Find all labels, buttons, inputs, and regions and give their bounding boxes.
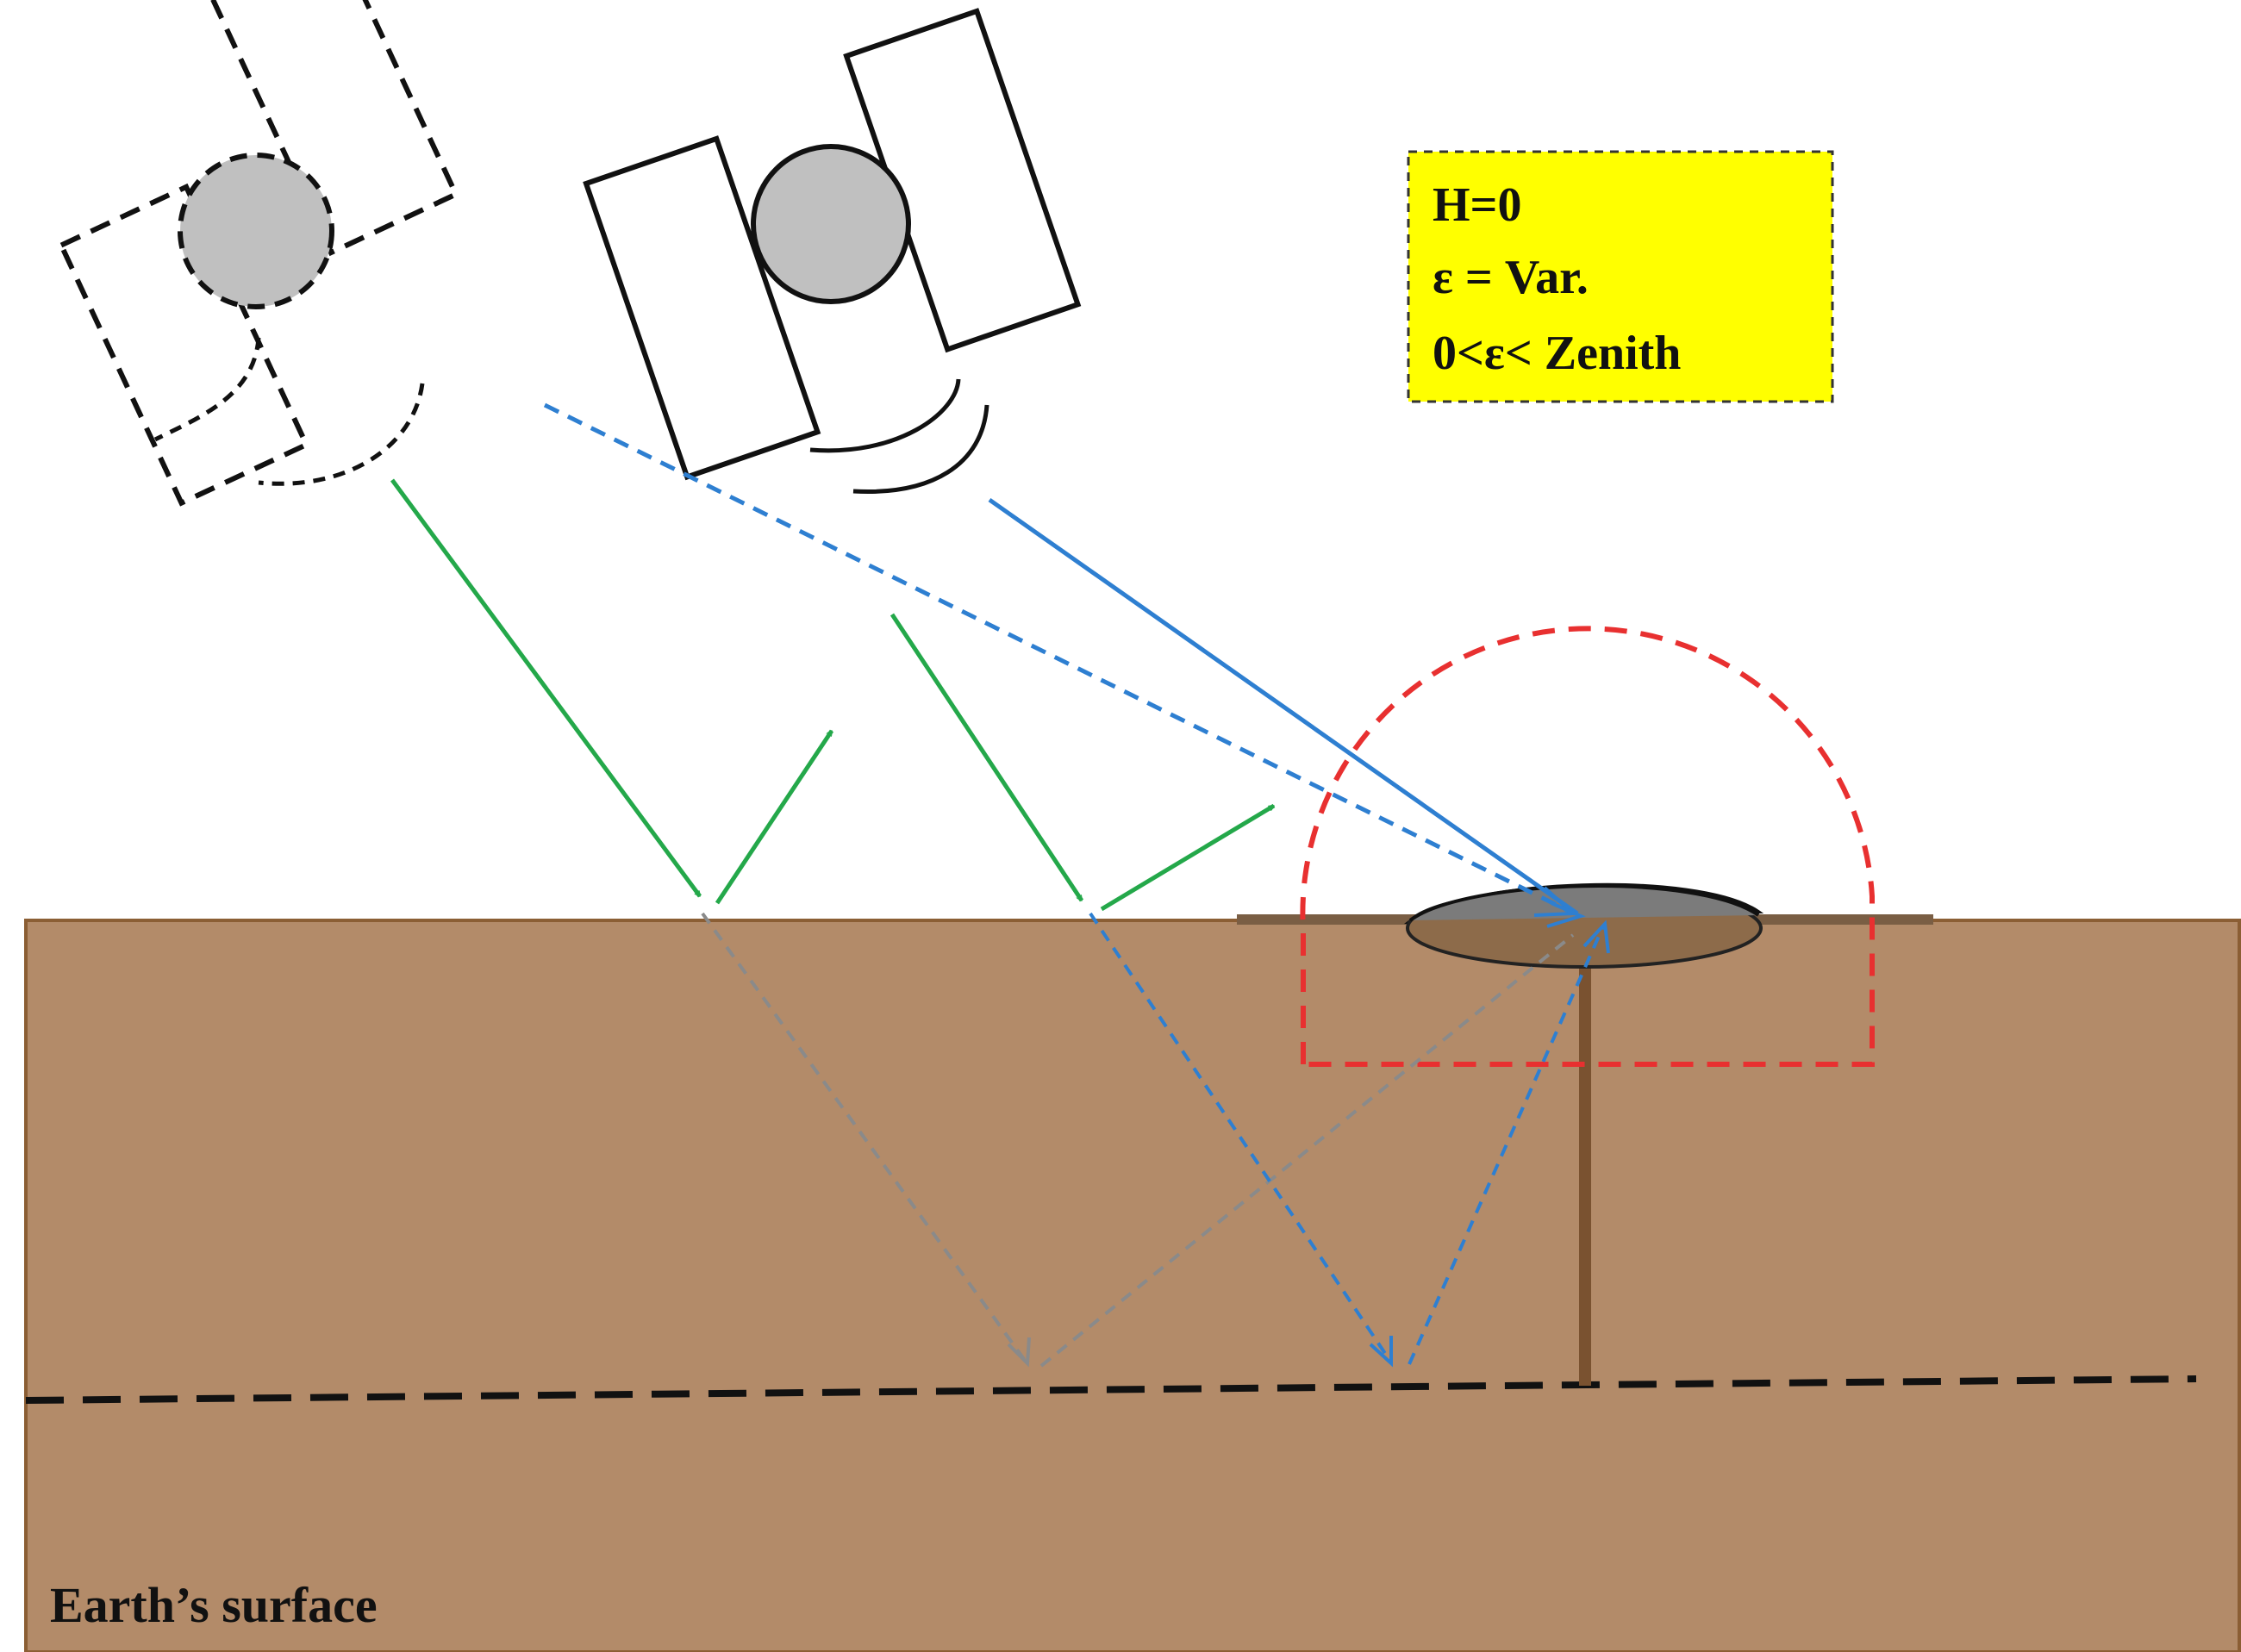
direct-path-previous-dashed	[543, 402, 1572, 914]
soil-layer	[24, 919, 2241, 1652]
reflected-path-incident-2	[890, 613, 1084, 901]
subsurface-blue-arrowhead-up	[1582, 920, 1610, 954]
subsurface-blue-arrowhead-down	[1369, 1336, 1393, 1368]
solar-panel-right-previous	[207, 0, 459, 257]
legend-background	[1407, 150, 1834, 403]
ground-block	[24, 919, 2241, 1652]
satellite-icon-previous	[58, 0, 459, 507]
satellite-body-current	[751, 144, 911, 304]
direct-path-current-solid	[988, 497, 1579, 916]
satellite-icon-current	[583, 8, 1082, 494]
sensing-zone-outline	[1300, 626, 1875, 1067]
reflected-path-reflected-1	[715, 731, 834, 905]
satellite-body-previous	[178, 153, 334, 309]
direct-path-arrowhead-2	[1546, 901, 1586, 928]
subsurface-gray-up	[1039, 933, 1575, 1368]
subsurface-boundary-line	[25, 1375, 2197, 1404]
reflected-path-incident-1	[390, 478, 702, 896]
reflected-signal-paths	[390, 478, 1274, 912]
parameter-legend-box: H=0 ε = Var. 0<ε< Zenith	[1407, 150, 1834, 403]
direct-signal-paths	[543, 402, 1586, 928]
solar-panel-left-current	[583, 135, 821, 481]
subsurface-gray-down	[701, 912, 1027, 1363]
legend-line-height: H=0	[1433, 178, 1521, 232]
solar-panel-left-previous	[58, 183, 310, 507]
water-puddle-icon	[1403, 882, 1764, 969]
earth-surface-label: Earth’s surface	[50, 1577, 378, 1633]
subsurface-gray-arrowhead-down	[1007, 1337, 1031, 1368]
subsurface-blue-up	[1408, 926, 1605, 1365]
antenna-wave-current-1	[809, 378, 961, 453]
antenna-wave-previous-1	[153, 337, 261, 442]
subsurface-blue-down	[1089, 912, 1391, 1362]
subsurface-signal-paths	[701, 912, 1610, 1368]
antenna-wave-previous-2	[258, 383, 425, 486]
antenna-wave-current-2	[852, 404, 989, 494]
reflected-path-reflected-2	[1100, 803, 1274, 912]
legend-line-range: 0<ε< Zenith	[1433, 327, 1681, 380]
legend-line-elevation: ε = Var.	[1433, 251, 1589, 304]
antenna-pole	[1579, 939, 1591, 1386]
